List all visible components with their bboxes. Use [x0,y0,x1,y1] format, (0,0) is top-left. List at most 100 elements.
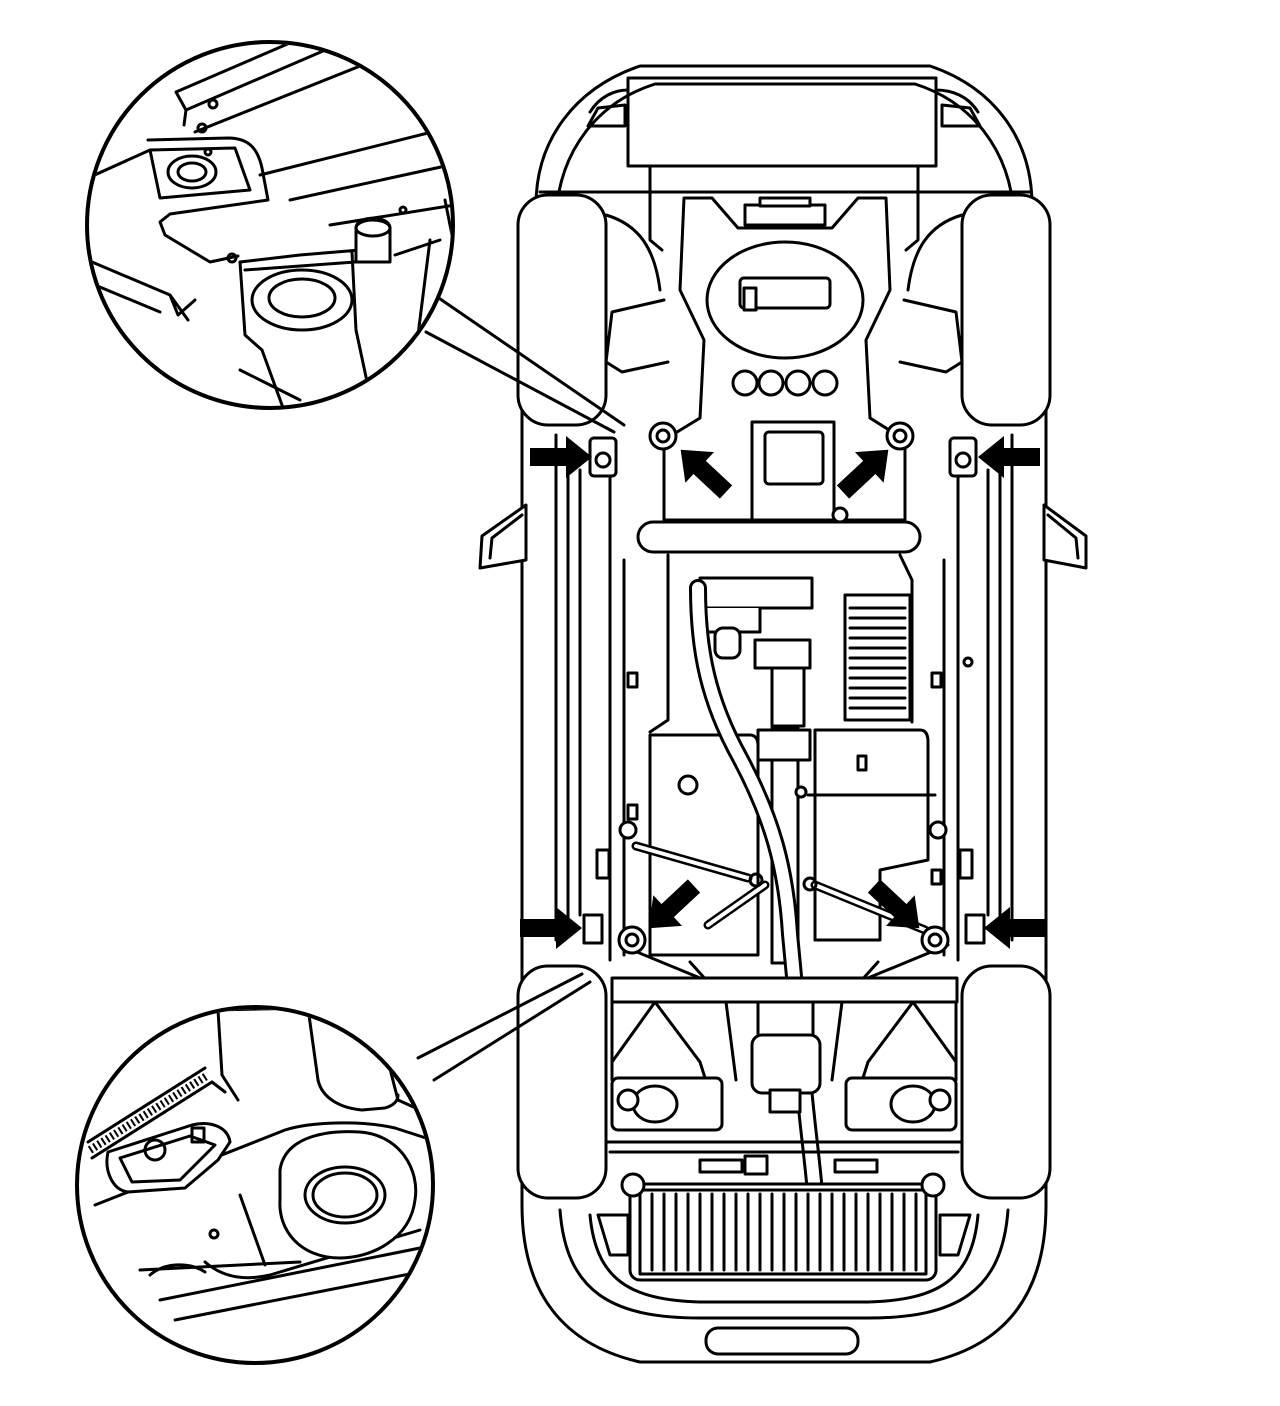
fuel-tank-sensor [856,754,868,772]
subframe-port [811,369,839,397]
rear-bracket-face [118,1134,217,1184]
muffler-ribs [650,1192,918,1272]
left-rear-bushing [616,1088,640,1112]
muffler-bracket [833,1158,879,1174]
front-crossmember [636,520,922,554]
right-rear-spring [889,1084,937,1124]
floor-bolt [962,656,974,668]
lift-pad-bolt [927,932,943,948]
right-fog-lamp [940,103,982,128]
vehicle-underbody [478,64,1088,1364]
pinch-weld-serration [87,1071,211,1154]
right-mirror-inner [1046,513,1080,560]
top-lift-point-detail [85,40,455,410]
floor-bolt [618,820,638,840]
rear-bumper-outer [558,1208,1010,1320]
side-panel [238,198,451,402]
lift-pad-right-rear-outer [964,913,986,945]
spring-seat [316,1078,400,1112]
lift-pad-bolt [892,428,908,444]
rear-end [620,1154,946,1282]
differential-cover [768,1088,802,1114]
muffler-hanger-right [920,1172,946,1198]
front-bumper-edge-left [588,88,630,114]
subframe-lift-ring-inner [267,277,337,319]
transmission-tail [770,666,806,728]
transmission-cooler [713,626,742,660]
subframe-port [757,369,785,397]
transmission-pan [698,576,814,610]
left-frame-rail [648,553,670,734]
steering-rack [743,203,827,227]
left-front-tire [516,193,608,427]
upper-body-panel [158,1009,422,1112]
pinch-weld-edge [86,1066,227,1160]
rear-suspension [610,976,959,1132]
floor-clip [626,803,639,821]
lower-panel [90,260,197,322]
rear-subframe-assembly [603,943,965,1154]
rear-reflector-left [596,1213,630,1257]
lift-pad-bolt [954,451,972,469]
right-frame-rail [898,553,914,724]
bracket-hole [226,252,238,264]
lift-point-pads [582,421,986,955]
muffler-bracket [698,1158,744,1174]
rear-arm-boss [278,1130,418,1260]
muffler-hanger-left [620,1172,646,1198]
rod-joint [802,876,818,892]
subframe-box [238,248,374,406]
subframe-port [731,369,759,397]
lower-floor-lines [138,1246,431,1322]
front-subframe-assembly [636,196,922,554]
rear-cross-line [603,1140,965,1154]
lift-bracket-plate [146,136,270,264]
bracket-hole [203,147,213,157]
front-bumper-edge-right [934,88,980,114]
muffler-bracket [743,1154,769,1176]
bottom-detail-leader [416,972,592,1082]
bracket-stud [166,154,218,190]
front-inner-outline [554,82,1016,217]
left-mirror-inner [488,513,524,560]
rear-bracket-clip [190,1126,206,1144]
rear-license-recess [704,1326,860,1356]
floor-details [595,506,974,886]
front-bumper-panel [626,76,938,168]
rear-lift-ring-inner [311,1171,379,1219]
floor-bolt [831,506,849,524]
left-fog-lamp [586,103,627,128]
bottom-detail-frame [75,1005,435,1365]
front-apron-strut-left [648,164,664,252]
floor-clip [930,671,943,689]
exhaust-pipe-core [692,582,820,1188]
steering-rack-mount [758,196,812,208]
rail-edge [89,148,152,180]
transmission-assembly [698,576,912,728]
front-apron-strut-right [904,164,920,252]
rear-subframe-left-brace [610,943,738,1102]
top-detail-leader [424,290,626,434]
floor-clip [930,868,943,886]
left-rear-tire [516,964,608,1200]
lift-pad-bolt [594,451,612,469]
left-wheel-arch [604,213,662,292]
rear-bumper [558,1208,1010,1356]
right-rear-bushing [928,1088,952,1112]
oil-drain-plug [742,286,758,312]
right-rear-tire [960,964,1052,1200]
floor-bolt [928,820,948,840]
detail-callouts [75,40,626,1365]
subframe-bolt-head [354,218,392,238]
lift-pad-bolt [624,932,640,948]
rear-subframe-right-brace [830,943,958,1102]
floor-pan-edge [193,48,451,227]
subframe-port [784,369,812,397]
floor-hole [208,1228,220,1240]
rear-reflector-right [938,1213,972,1257]
bottom-detail-drawing [86,1009,431,1322]
floor-plug [958,848,974,880]
bracket-hole [398,205,408,215]
bracket-stud-core [176,161,208,183]
